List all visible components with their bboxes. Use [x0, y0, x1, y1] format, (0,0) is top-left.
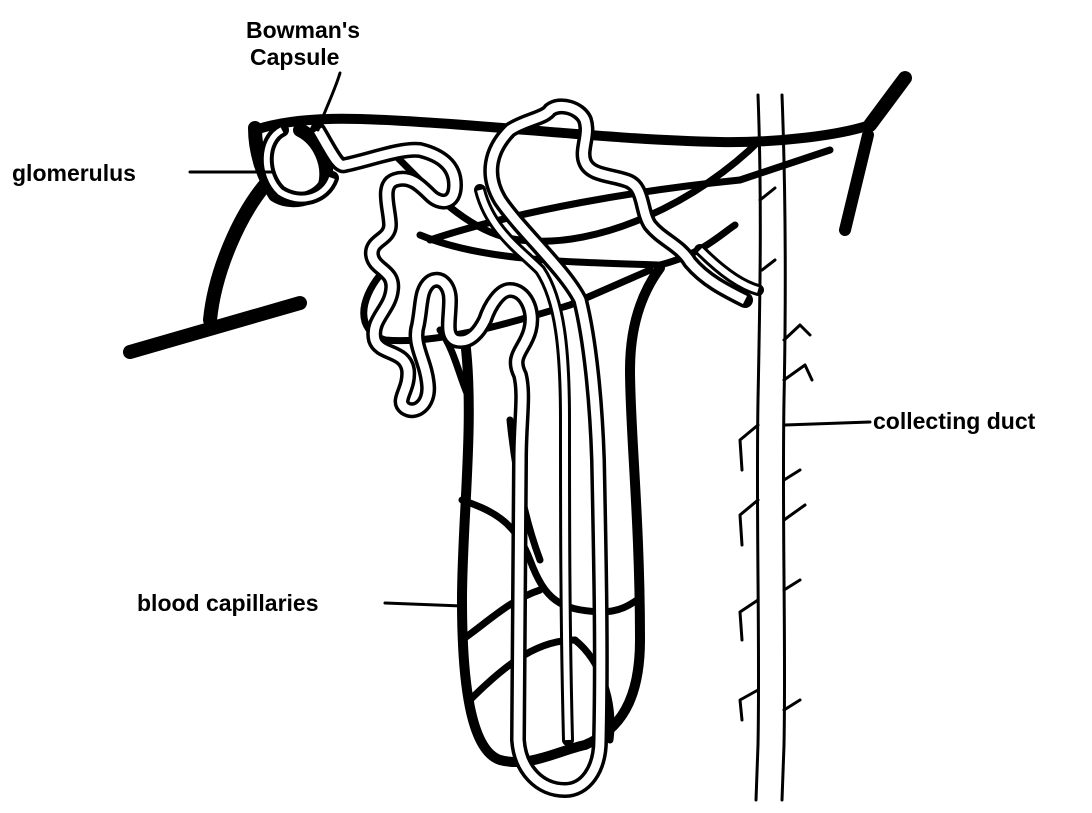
collecting-duct [740, 95, 812, 800]
label-bowmans-capsule-line2: Capsule [246, 44, 360, 71]
label-bowmans-capsule: Bowman's Capsule [246, 17, 360, 71]
leader-blood-capillaries [385, 603, 462, 606]
label-blood-capillaries: blood capillaries [137, 590, 319, 617]
renal-tubule [267, 106, 758, 790]
label-collecting-duct: collecting duct [873, 408, 1035, 435]
label-glomerulus: glomerulus [12, 160, 136, 187]
leader-collecting-duct [785, 422, 870, 425]
label-bowmans-capsule-line1: Bowman's [246, 17, 360, 44]
